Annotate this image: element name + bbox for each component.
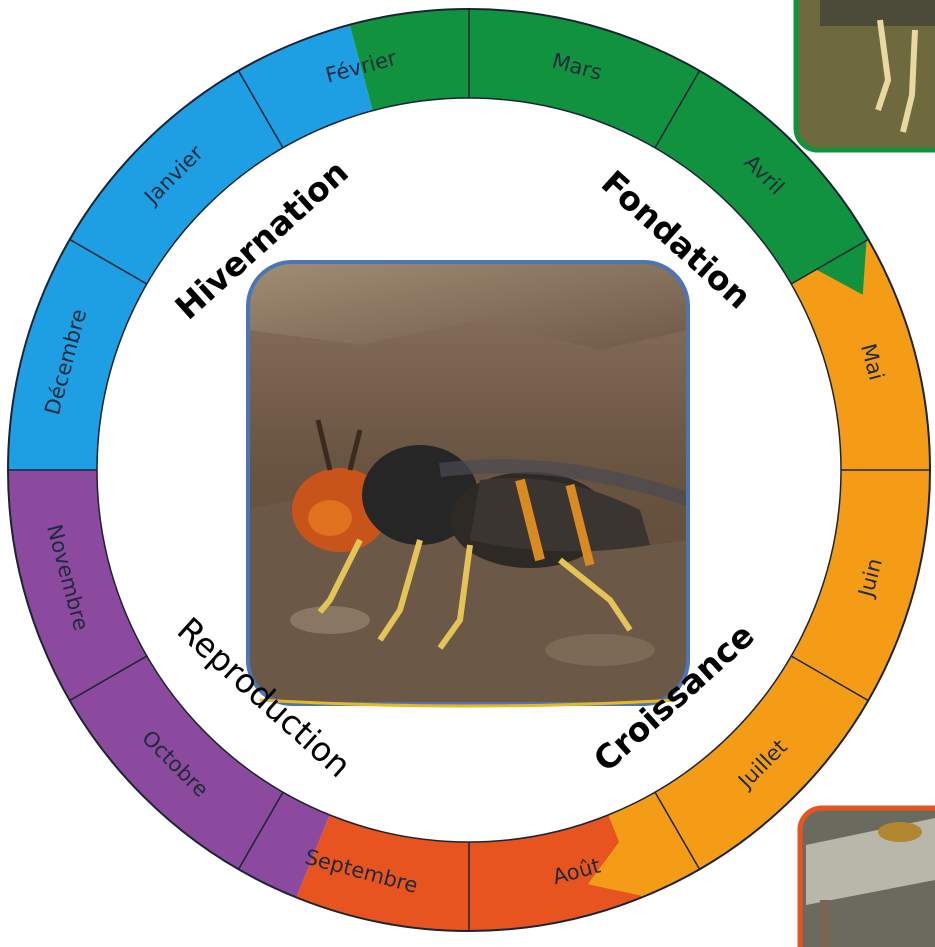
center-photo (248, 262, 690, 706)
top-right-photo (796, 0, 935, 150)
season-band-1 (350, 9, 869, 284)
bottom-right-photo (800, 808, 935, 947)
